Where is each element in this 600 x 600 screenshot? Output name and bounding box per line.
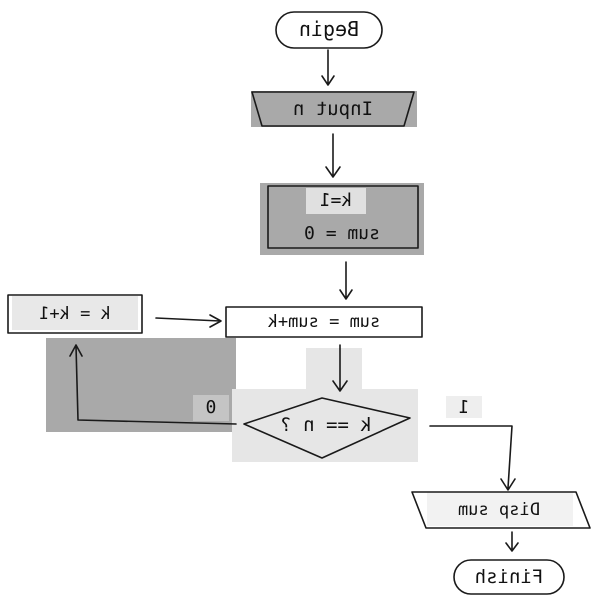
decision-top-shading: [306, 348, 362, 392]
start-label: Begin: [298, 17, 360, 41]
arrow-accumulate-to-decision: [332, 344, 348, 392]
display-highlight: [427, 492, 573, 526]
init-process-shape: [267, 185, 419, 249]
yes-branch-label: 1: [458, 397, 470, 418]
display-label: Disp sum: [458, 500, 540, 520]
arrow-no-branch-loop: [69, 344, 237, 425]
arrow-input-to-init: [325, 133, 341, 178]
end-terminal-shape: [453, 559, 565, 595]
increment-label: k = k+1: [39, 304, 111, 324]
input-shading: [251, 91, 417, 127]
accumulate-label: sum = sum+k: [267, 312, 381, 332]
decision-shape: [243, 397, 411, 459]
end-label: Finish: [474, 566, 544, 588]
no-branch-label: 0: [205, 397, 217, 418]
arrow-init-to-accumulate: [339, 261, 353, 300]
yes-branch-highlight: [446, 396, 482, 418]
decision-shading: [232, 389, 418, 462]
init-sum-label: sum = 0: [304, 223, 380, 244]
increment-process-shape: [7, 294, 143, 334]
arrow-yes-branch-to-display: [429, 425, 516, 491]
init-k-highlight: [306, 188, 366, 214]
arrow-display-to-end: [505, 531, 519, 552]
input-shape: [251, 91, 415, 127]
input-label: Input n: [292, 98, 374, 120]
no-branch-highlight: [193, 395, 229, 421]
arrow-start-to-input: [321, 49, 335, 86]
arrow-increment-to-accumulate: [155, 314, 222, 328]
display-shape: [411, 491, 591, 529]
init-k-label: k=1: [319, 190, 353, 211]
increment-highlight: [12, 296, 138, 330]
accumulate-process-shape: [225, 306, 423, 338]
start-terminal-shape: [275, 11, 383, 49]
decision-label: k == n ?: [280, 414, 372, 436]
